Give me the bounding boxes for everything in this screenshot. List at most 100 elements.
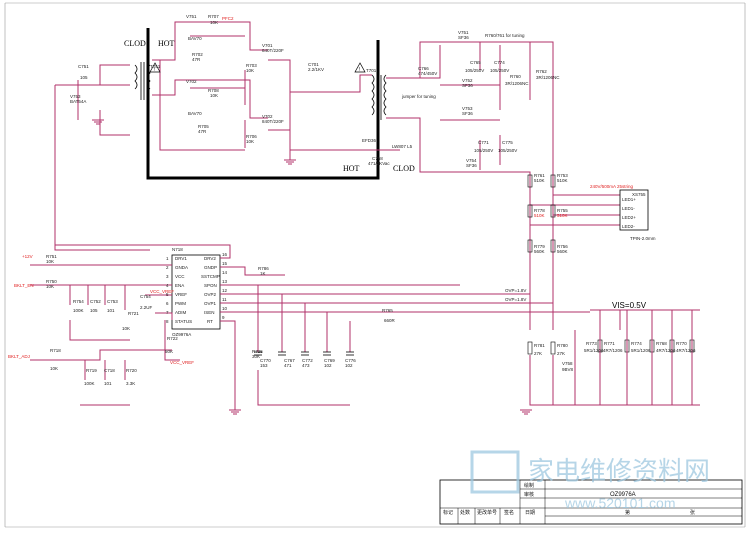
svg-text:16: 16: [222, 252, 228, 257]
svg-text:6: 6: [166, 301, 169, 306]
svg-text:R719: R719: [86, 368, 97, 373]
connector-pin-3: LED2+: [622, 215, 636, 220]
svg-text:105/250V: 105/250V: [465, 68, 484, 73]
svg-text:47R: 47R: [198, 129, 207, 134]
svg-text:VCC: VCC: [175, 274, 185, 279]
svg-text:R750: R750: [46, 279, 57, 284]
net-bklt-en: BKLT_EN: [14, 283, 34, 288]
net-12v: +12V: [22, 254, 33, 259]
page-border: [4, 2, 746, 528]
svg-text:13: 13: [222, 279, 228, 284]
svg-text:27K: 27K: [557, 351, 565, 356]
ic-left-pin-numbers: 1 2 3 4 5 6 7 8: [166, 256, 169, 324]
svg-text:SF36: SF36: [462, 83, 473, 88]
svg-text:BAV70: BAV70: [188, 36, 202, 41]
svg-text:R751: R751: [46, 254, 57, 259]
svg-text:R762: R762: [536, 69, 547, 74]
svg-text:3.3K: 3.3K: [126, 381, 135, 386]
svg-text:V751: V751: [186, 14, 197, 19]
svg-text:!: !: [154, 67, 155, 73]
svg-text:R780: R780: [557, 343, 568, 348]
svg-text:4R7/1206: 4R7/1206: [656, 348, 676, 353]
svg-text:102: 102: [345, 363, 353, 368]
svg-text:27K: 27K: [534, 351, 542, 356]
svg-text:510K: 510K: [534, 178, 545, 183]
svg-text:R725: R725: [252, 349, 263, 354]
ground-icon: [92, 119, 104, 125]
svg-text:102: 102: [324, 363, 332, 368]
svg-text:4: 4: [166, 283, 169, 288]
title-row-label-1: 标记: [443, 509, 453, 516]
svg-text:R786: R786: [258, 266, 269, 271]
svg-text:8: 8: [166, 319, 169, 324]
net-pfc: PFC2: [222, 16, 234, 21]
svg-text:10K: 10K: [210, 93, 218, 98]
title-row-label-3: 更改单号: [477, 509, 497, 516]
svg-text:R755: R755: [557, 208, 568, 213]
svg-text:14: 14: [222, 270, 228, 275]
title-doc: OZ9976A: [610, 492, 636, 498]
svg-text:47R: 47R: [192, 57, 201, 62]
svg-text:R722: R722: [167, 336, 178, 341]
connector-pin-2: LED1-: [622, 206, 635, 211]
svg-text:RT: RT: [207, 319, 213, 324]
svg-text:3R/1206NC: 3R/1206NC: [505, 81, 529, 86]
svg-text:560K: 560K: [534, 249, 545, 254]
svg-text:R720: R720: [126, 368, 137, 373]
svg-text:SF36: SF36: [462, 111, 473, 116]
connector-ref: XS755: [632, 192, 646, 197]
svg-text:3R/1206NC: 3R/1206NC: [536, 75, 560, 80]
svg-text:V753: V753: [70, 94, 81, 99]
svg-text:105/250V: 105/250V: [498, 148, 517, 153]
svg-text:R708: R708: [208, 88, 219, 93]
net-vcc-vref: VCC_VREF: [150, 289, 174, 294]
svg-text:R753: R753: [557, 173, 568, 178]
connector-xs755: [619, 189, 649, 231]
ground-icon: [520, 409, 532, 415]
ic-left-pins: DRV1 GNDA VCC ENA VREF PWM ADIM STATUS: [175, 256, 192, 324]
svg-text:BAV70: BAV70: [188, 111, 202, 116]
ground-symbols: [92, 119, 532, 415]
net-vcc-vref-2: VCC_VREF: [170, 360, 194, 365]
svg-text:R702: R702: [192, 52, 203, 57]
svg-text:T701: T701: [366, 68, 377, 73]
svg-text:C770: C770: [260, 358, 271, 363]
ground-icon: [284, 159, 296, 165]
ic-right-pin-numbers: 16 15 14 13 12 11 10 9: [222, 252, 228, 320]
svg-text:2.2/1KV: 2.2/1KV: [308, 67, 324, 72]
title-sheet: 第: [625, 509, 630, 516]
svg-text:10K: 10K: [46, 259, 54, 264]
svg-text:10K: 10K: [246, 68, 254, 73]
note-tuning-mid: jumper for tuning: [401, 94, 436, 99]
svg-text:SPON: SPON: [204, 283, 217, 288]
svg-text:560K: 560K: [557, 249, 568, 254]
svg-text:C772: C772: [302, 358, 313, 363]
svg-text:R760: R760: [510, 74, 521, 79]
ic-n718: [171, 254, 221, 330]
ground-icon: [229, 409, 241, 415]
svg-text:471/2KVac: 471/2KVac: [368, 161, 390, 166]
svg-text:100K: 100K: [73, 308, 84, 313]
svg-text:C769: C769: [324, 358, 335, 363]
svg-text:!: !: [359, 67, 360, 73]
svg-text:C753: C753: [107, 299, 118, 304]
svg-text:R721: R721: [128, 311, 139, 316]
warning-icons: ! !: [149, 62, 366, 73]
svg-text:DRV2: DRV2: [204, 256, 216, 261]
title-row-label-5: 日期: [525, 510, 535, 516]
svg-text:4R7/1206: 4R7/1206: [603, 348, 623, 353]
component-labels: V751 BAV70 R707 10K R702 47R V701 840T/2…: [46, 14, 696, 386]
title-row-label-2: 处数: [460, 509, 470, 516]
svg-text:OVP1: OVP1: [204, 301, 217, 306]
svg-text:C776: C776: [345, 358, 356, 363]
svg-text:474/450V: 474/450V: [418, 71, 437, 76]
svg-text:STATUS: STATUS: [175, 319, 192, 324]
note-led-spec: 240V/500mA 25string: [590, 184, 634, 189]
output-wires: [386, 41, 621, 330]
svg-text:V753: V753: [462, 106, 473, 111]
divider-resistors: [527, 174, 556, 355]
svg-text:30K: 30K: [252, 354, 260, 359]
svg-text:5R1/1206: 5R1/1206: [631, 348, 651, 353]
